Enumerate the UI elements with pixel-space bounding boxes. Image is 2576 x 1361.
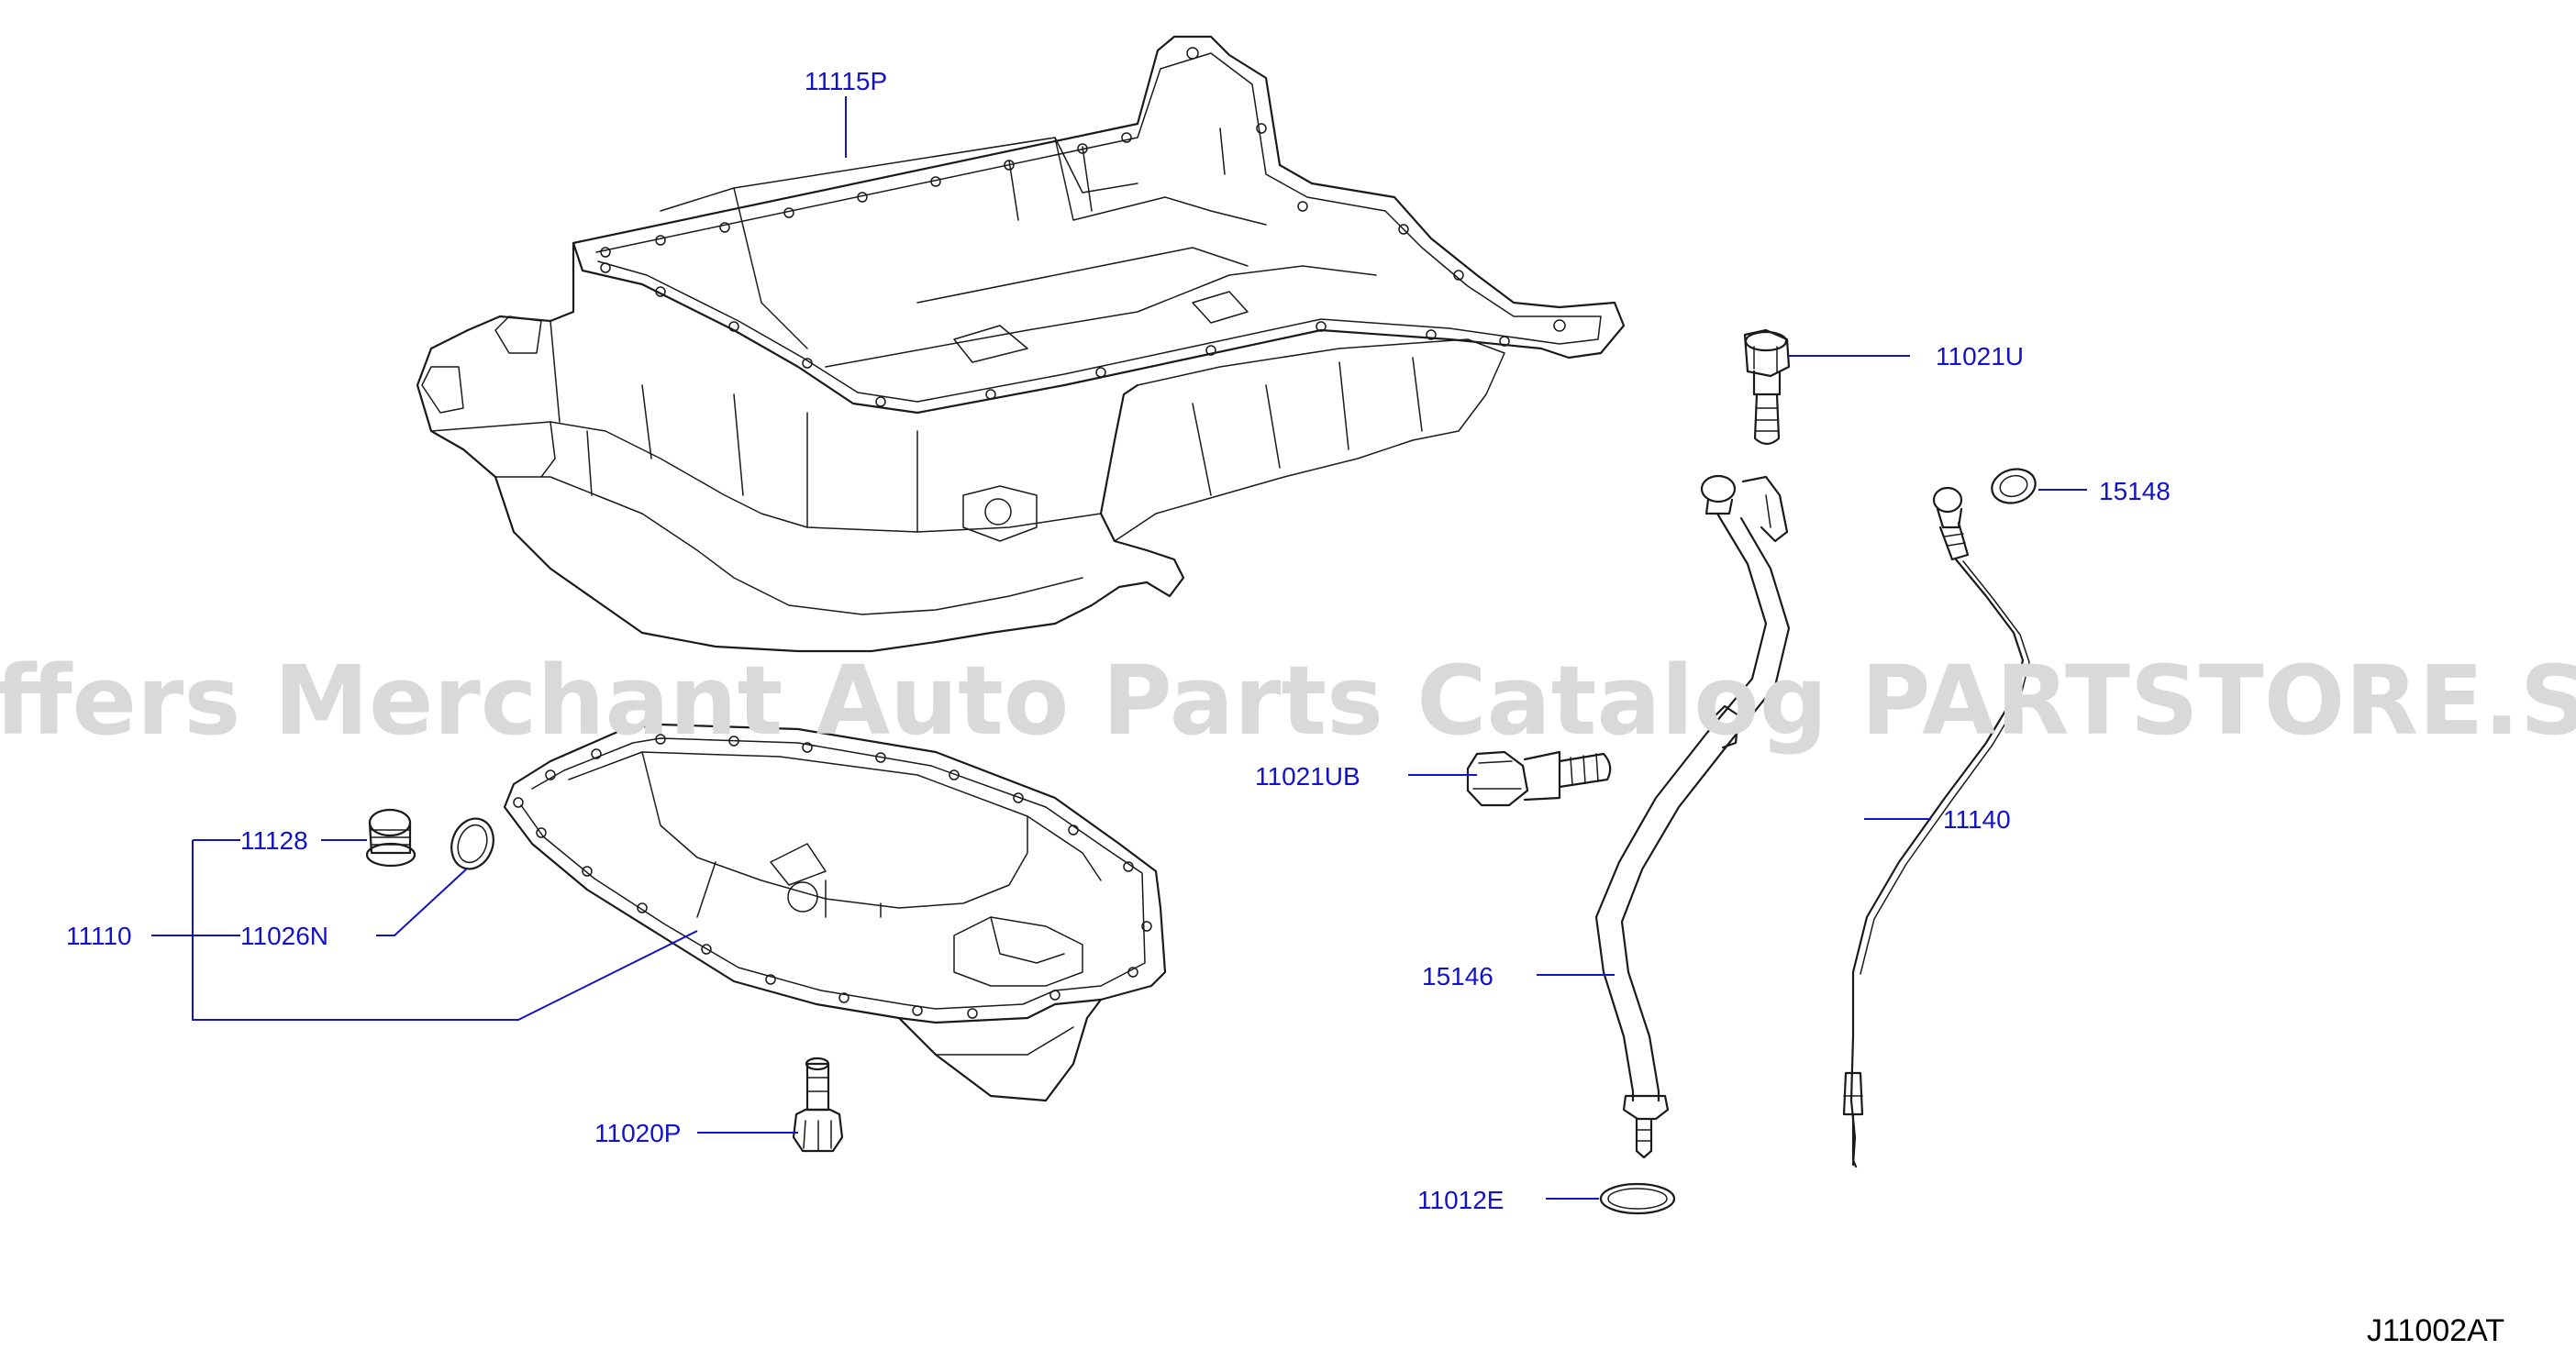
label-11021u[interactable]: 11021U: [1936, 342, 2024, 371]
stud-bolt-drawing: [792, 1057, 844, 1153]
lower-flange-bolt-holes: [513, 734, 1152, 1019]
flange-bolt-holes: [600, 47, 1566, 407]
label-11020p[interactable]: 11020P: [594, 1119, 681, 1147]
label-11026n[interactable]: 11026N: [240, 922, 328, 950]
watermark-text: Offers Merchant Auto Parts Catalog PARTS…: [0, 645, 2576, 757]
label-11110[interactable]: 11110: [66, 922, 132, 950]
dipstick-drawing: [1842, 486, 2030, 1168]
label-11115p[interactable]: 11115P: [805, 67, 887, 95]
o-ring-drawing: [1599, 1182, 1676, 1215]
label-15148[interactable]: 15148: [2099, 477, 2171, 505]
label-15146[interactable]: 15146: [1422, 962, 1493, 990]
leader-lines: [151, 96, 2087, 1200]
dipstick-guide-drawing: [1594, 474, 1791, 1159]
label-11021ub[interactable]: 11021UB: [1255, 762, 1360, 791]
bolt-11021u-drawing: [1743, 328, 1791, 446]
leader-11110: [151, 839, 698, 1021]
bolt-11021ub-drawing: [1466, 750, 1612, 807]
drain-washer-drawing: [450, 817, 494, 870]
label-11128[interactable]: 11128: [240, 826, 308, 855]
upper-oil-pan-drawing: [416, 35, 1626, 653]
leader-11026n: [376, 869, 467, 936]
diagram-code: J11002AT: [2367, 1313, 2504, 1348]
washer-15148-drawing: [1991, 468, 2037, 504]
lower-oil-pan-drawing: [503, 723, 1167, 1102]
label-11012e[interactable]: 11012E: [1417, 1186, 1504, 1214]
part-labels: 11115P 11021U 15148 11021UB 11140 11128 …: [66, 67, 2171, 1214]
label-11140[interactable]: 11140: [1943, 805, 2011, 834]
drain-plug-drawing: [365, 808, 416, 868]
